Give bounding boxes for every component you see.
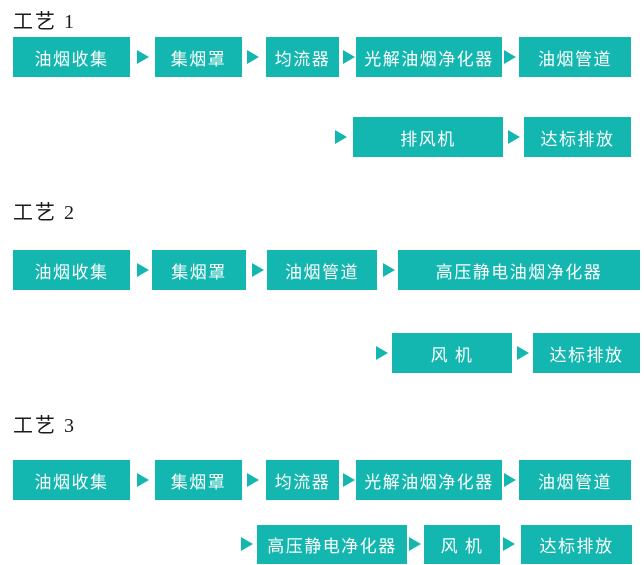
flow-step: 油烟管道 — [519, 460, 631, 500]
flow-step: 油烟管道 — [519, 37, 631, 77]
flow-step: 达标排放 — [533, 333, 640, 373]
section-title-1: 工艺 1 — [13, 11, 76, 33]
flow-step: 光解油烟净化器 — [356, 37, 502, 77]
flow-step: 集烟罩 — [152, 250, 246, 290]
arrow-right-icon — [504, 50, 516, 64]
arrow-right-icon — [503, 537, 515, 551]
arrow-right-icon — [508, 130, 520, 144]
flow-step: 油烟管道 — [267, 250, 377, 290]
section-title-3: 工艺 3 — [13, 415, 76, 437]
arrow-right-icon — [247, 473, 259, 487]
flow-step: 达标排放 — [521, 525, 632, 564]
flow-step: 集烟罩 — [155, 460, 242, 500]
flow-step: 油烟收集 — [13, 250, 130, 290]
flow-step: 油烟收集 — [13, 460, 130, 500]
arrow-right-icon — [252, 263, 264, 277]
arrow-right-icon — [241, 537, 253, 551]
arrow-right-icon — [376, 346, 388, 360]
arrow-right-icon — [343, 50, 355, 64]
arrow-right-icon — [504, 473, 516, 487]
arrow-right-icon — [137, 473, 149, 487]
flow-step: 排风机 — [353, 117, 503, 157]
arrow-right-icon — [247, 50, 259, 64]
arrow-right-icon — [137, 263, 149, 277]
arrow-right-icon — [517, 346, 529, 360]
flow-step: 均流器 — [266, 460, 339, 500]
flow-step: 油烟收集 — [13, 37, 130, 77]
arrow-right-icon — [137, 50, 149, 64]
flow-step: 风 机 — [392, 333, 512, 373]
flow-step: 风 机 — [424, 525, 500, 564]
arrow-right-icon — [343, 473, 355, 487]
flow-step: 均流器 — [266, 37, 339, 77]
flow-step: 高压静电油烟净化器 — [398, 250, 640, 290]
section-title-2: 工艺 2 — [13, 202, 76, 224]
flow-step: 光解油烟净化器 — [356, 460, 502, 500]
flow-step: 高压静电净化器 — [257, 525, 407, 564]
arrow-right-icon — [409, 537, 421, 551]
flow-step: 集烟罩 — [155, 37, 242, 77]
arrow-right-icon — [335, 130, 347, 144]
flow-step: 达标排放 — [524, 117, 631, 157]
arrow-right-icon — [383, 263, 395, 277]
